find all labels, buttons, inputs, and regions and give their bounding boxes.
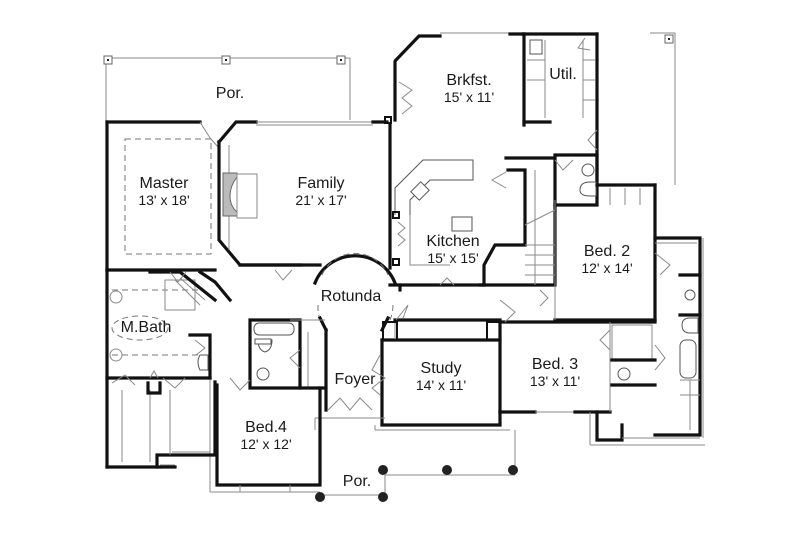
room-label-foyer: Foyer bbox=[334, 371, 376, 389]
room-name: Brkfst. bbox=[446, 72, 492, 89]
room-dims: 12' x 14' bbox=[581, 259, 633, 276]
mbath-walls bbox=[105, 268, 233, 469]
bed3-walls bbox=[498, 299, 705, 446]
room-dims: 15' x 11' bbox=[443, 88, 495, 105]
room-name: Rotunda bbox=[320, 288, 382, 305]
room-label-rotunda: Rotunda bbox=[320, 288, 382, 306]
room-dims: 12' x 12' bbox=[240, 435, 292, 452]
room-name: Bed. 3 bbox=[531, 356, 579, 373]
study-walls bbox=[371, 304, 510, 431]
room-dims: 13' x 18' bbox=[138, 191, 190, 208]
room-label-bed2: Bed. 2 12' x 14' bbox=[581, 243, 633, 276]
room-name: Por. bbox=[215, 85, 245, 102]
brkfst-walls bbox=[393, 32, 525, 122]
room-name: Kitchen bbox=[426, 233, 480, 250]
right-bath-walls bbox=[653, 236, 704, 438]
room-name: Master bbox=[139, 175, 189, 192]
room-name: Por. bbox=[342, 473, 372, 490]
foyer-walls bbox=[229, 318, 385, 430]
room-label-family: Family 21' x 17' bbox=[295, 175, 347, 208]
room-name: Bed.4 bbox=[245, 419, 287, 436]
room-label-util: Util. bbox=[549, 66, 577, 84]
room-name: Study bbox=[420, 360, 462, 377]
rear-porch-outline bbox=[103, 32, 676, 185]
room-name: Bed. 2 bbox=[583, 243, 631, 260]
room-label-brkfst: Brkfst. 15' x 11' bbox=[443, 72, 495, 105]
room-name: Util. bbox=[549, 66, 577, 83]
front-porch bbox=[315, 430, 518, 502]
room-label-mbath: M.Bath bbox=[120, 319, 172, 337]
room-label-kitchen: Kitchen 15' x 15' bbox=[426, 233, 480, 266]
master-walls bbox=[105, 120, 220, 272]
room-label-porch-rear: Por. bbox=[215, 85, 245, 103]
room-name: Foyer bbox=[334, 371, 376, 388]
room-name: Family bbox=[297, 175, 345, 192]
room-label-study: Study 14' x 11' bbox=[415, 360, 467, 393]
room-name: M.Bath bbox=[120, 319, 172, 336]
room-label-master: Master 13' x 18' bbox=[138, 175, 190, 208]
room-dims: 13' x 11' bbox=[529, 372, 581, 389]
room-dims: 14' x 11' bbox=[415, 376, 467, 393]
room-label-porch-front: Por. bbox=[342, 473, 372, 491]
room-dims: 15' x 15' bbox=[427, 249, 479, 266]
family-walls bbox=[216, 116, 392, 270]
room-dims: 21' x 17' bbox=[295, 191, 347, 208]
kitchen-walls bbox=[388, 129, 657, 287]
bed2-walls bbox=[539, 183, 657, 322]
room-label-bed4: Bed.4 12' x 12' bbox=[240, 419, 292, 452]
room-label-bed3: Bed. 3 13' x 11' bbox=[529, 356, 581, 389]
hall-walls bbox=[393, 283, 502, 322]
